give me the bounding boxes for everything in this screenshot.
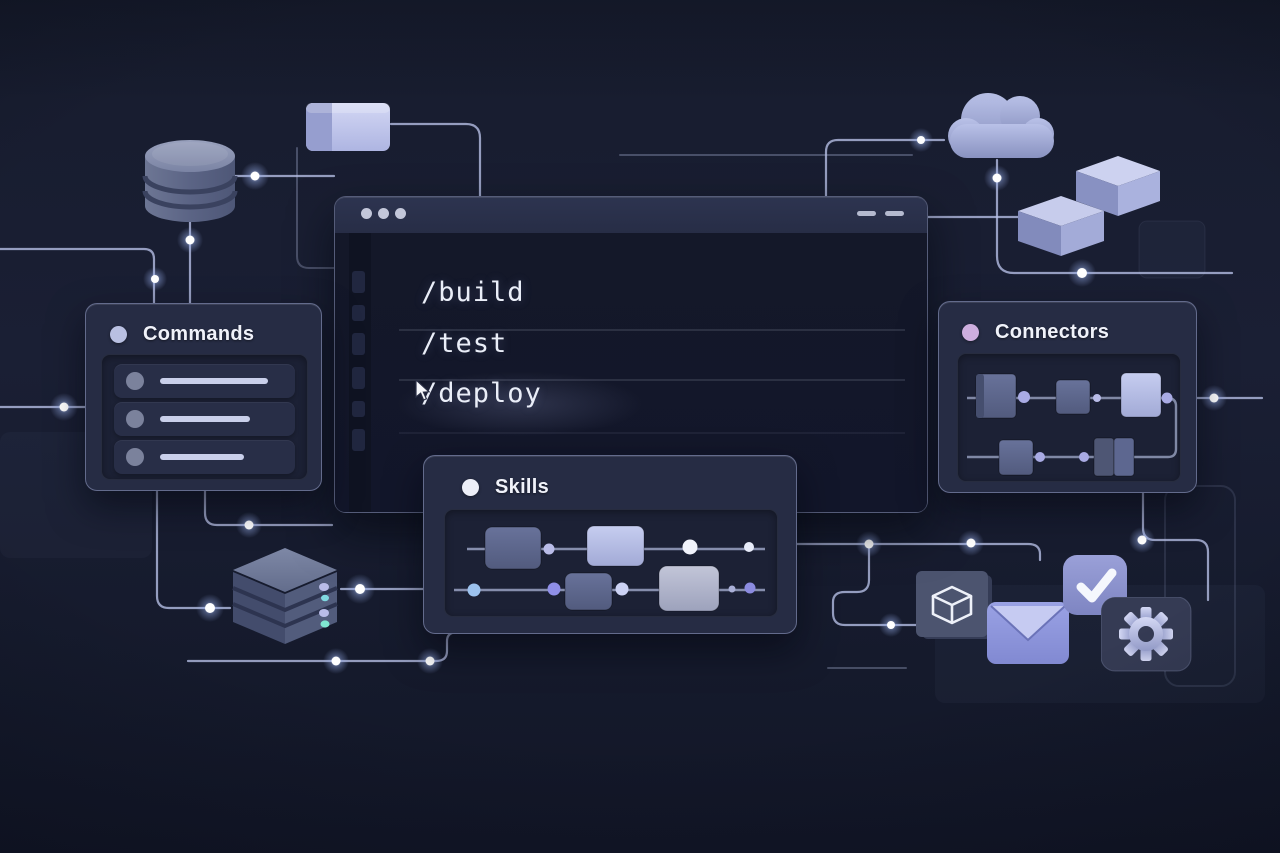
skills-node-graph <box>454 525 765 612</box>
command-list-item[interactable] <box>114 402 295 436</box>
command-list-item[interactable] <box>114 364 295 398</box>
cube-icon[interactable] <box>1018 196 1104 256</box>
connector-node[interactable] <box>975 372 1162 477</box>
package-slab-icon[interactable] <box>306 101 392 153</box>
connectors-panel-dot <box>962 324 979 341</box>
parcel-tile-icon[interactable] <box>916 571 994 641</box>
list-item-bullet <box>126 410 144 428</box>
database-icon[interactable] <box>140 128 240 228</box>
mouse-cursor-icon <box>414 379 434 403</box>
commands-list <box>101 354 308 480</box>
terminal-command-test[interactable]: /test <box>421 328 508 359</box>
window-traffic-dot[interactable] <box>395 208 406 219</box>
cloud-icon[interactable] <box>936 80 1066 166</box>
commands-panel-dot <box>110 326 127 343</box>
separator <box>399 432 905 434</box>
list-item-bar <box>160 454 244 460</box>
connectors-panel: Connectors <box>938 301 1197 493</box>
window-traffic-dot[interactable] <box>361 208 372 219</box>
skill-node[interactable] <box>484 525 720 612</box>
connectors-node-graph <box>967 372 1178 477</box>
server-stack-icon[interactable] <box>224 540 346 650</box>
terminal-command-build[interactable]: /build <box>421 277 525 308</box>
list-item-bar <box>160 416 250 422</box>
connectors-panel-title: Connectors <box>995 321 1110 343</box>
skills-panel-dot <box>462 479 479 496</box>
terminal-command-deploy[interactable]: /deploy <box>421 378 542 409</box>
skills-panel-title: Skills <box>495 476 550 498</box>
window-minimize-dash[interactable] <box>857 211 876 216</box>
connectors-graph <box>957 353 1181 482</box>
commands-panel: Commands <box>85 303 322 491</box>
terminal-gutter <box>349 233 371 512</box>
envelope-icon[interactable] <box>987 600 1071 666</box>
terminal-titlebar <box>335 197 927 233</box>
list-item-bullet <box>126 372 144 390</box>
skills-panel: Skills <box>423 455 797 634</box>
window-traffic-dot[interactable] <box>378 208 389 219</box>
list-item-bullet <box>126 448 144 466</box>
command-list-item[interactable] <box>114 440 295 474</box>
window-minimize-dash[interactable] <box>885 211 904 216</box>
skills-graph <box>444 509 778 617</box>
gear-tile-icon[interactable] <box>1101 597 1193 673</box>
list-item-bar <box>160 378 268 384</box>
commands-panel-title: Commands <box>143 323 255 345</box>
